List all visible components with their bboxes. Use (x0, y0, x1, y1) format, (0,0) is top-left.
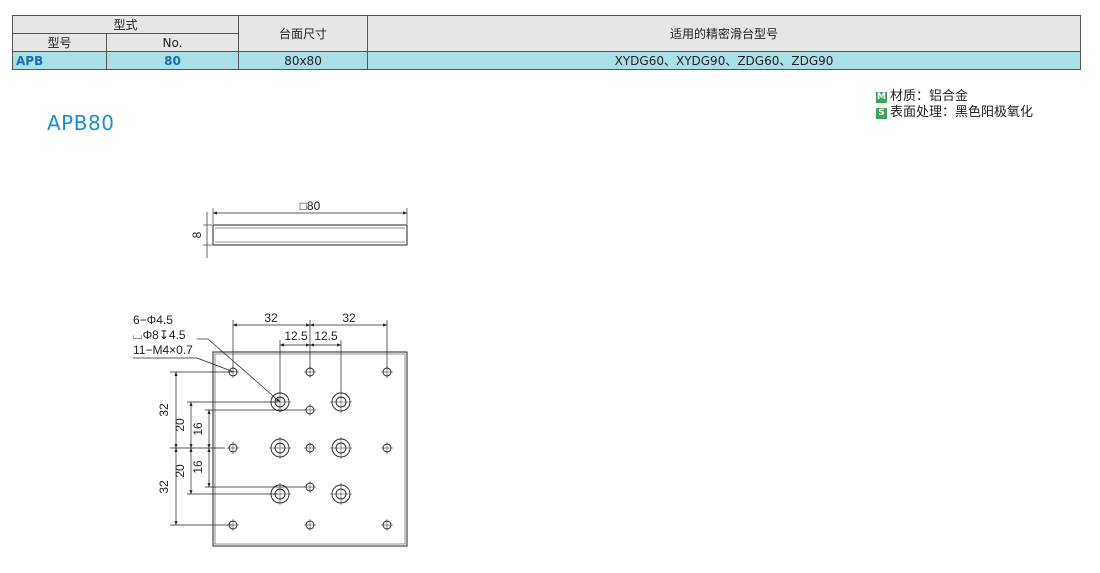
dim-top-right: 32 (342, 311, 356, 325)
counterbored-hole (330, 483, 352, 505)
header-applicable-models: 适用的精密滑台型号 (367, 15, 1081, 52)
counterbored-hole (330, 437, 352, 459)
cell-models: XYDG60、XYDG90、ZDG60、ZDG90 (367, 51, 1081, 70)
material-badge: M (876, 91, 887, 103)
dim-inner-left: 12.5 (284, 329, 308, 343)
callout-holes: 6−Φ4.5 (133, 313, 173, 327)
spec-table: 型式 台面尺寸 适用的精密滑台型号 型号 No. APB 80 80x80 XY… (11, 15, 1081, 70)
hole-pattern (227, 366, 393, 531)
side-view-plate (212, 224, 408, 246)
header-no: No. (105, 33, 240, 52)
left-dimensions (170, 371, 306, 526)
dim-side-thickness: 8 (190, 231, 204, 238)
counterbored-hole (269, 437, 291, 459)
counterbored-hole (330, 391, 352, 413)
side-view (203, 208, 408, 258)
dim-20-upper: 20 (173, 418, 187, 432)
material-text: 材质：铝合金 (890, 89, 969, 104)
header-model: 型号 (12, 33, 107, 52)
part-title: APB80 (47, 111, 115, 135)
cell-no: 80 (105, 51, 240, 70)
material-note: M 材质：铝合金 (876, 89, 1033, 105)
dim-left-32-upper: 32 (157, 403, 171, 417)
hole-callout-leader (133, 338, 281, 403)
surface-note: S 表面处理：黑色阳极氧化 (876, 105, 1033, 121)
callout-counterbore: ⌴Φ8↧4.5 (133, 328, 186, 342)
dim-side-width: □80 (300, 199, 321, 213)
header-type-group: 型式 (11, 15, 240, 34)
top-dimensions (232, 320, 388, 393)
callout-taps: 11−M4×0.7 (133, 343, 193, 357)
tapped-hole (227, 442, 239, 454)
surface-text: 表面处理：黑色阳极氧化 (890, 105, 1034, 120)
cell-model: APB (12, 51, 107, 70)
dim-16-lower: 16 (191, 460, 205, 474)
dim-top-left: 32 (264, 311, 278, 325)
tapped-hole (304, 519, 316, 531)
dim-16-upper: 16 (191, 422, 205, 436)
material-notes: M 材质：铝合金 S 表面处理：黑色阳极氧化 (876, 89, 1033, 121)
cell-size: 80x80 (238, 51, 369, 70)
dim-inner-right: 12.5 (314, 329, 338, 343)
tapped-hole (304, 442, 316, 454)
dim-left-32-lower: 32 (157, 480, 171, 494)
dim-20-lower: 20 (173, 464, 187, 478)
tapped-hole (381, 519, 393, 531)
surface-badge: S (876, 107, 887, 119)
tapped-hole (381, 442, 393, 454)
